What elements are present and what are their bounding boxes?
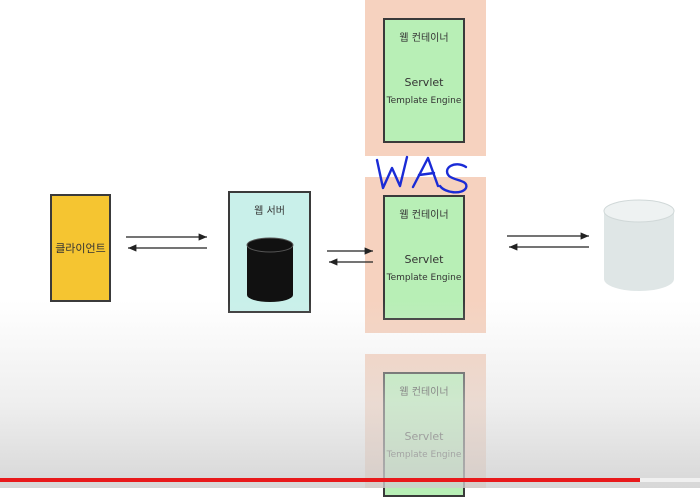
web-server-label: 웹 서버 [254,206,285,217]
video-progress-fill [0,478,640,482]
web-server-disk-icon [246,237,294,302]
video-progress-track[interactable] [0,478,700,482]
web-server-box: 웹 서버 [228,191,311,313]
client-label: 클라이언트 [55,242,106,255]
template-engine-label: Template Engine [386,96,462,106]
servlet-label: Servlet [404,253,444,266]
container-title: 웹 컨테이너 [399,33,449,44]
servlet-label: Servlet [404,76,444,89]
database-icon [603,199,675,291]
web-container-top: 웹 컨테이너 Servlet Template Engine [383,18,465,143]
client-box: 클라이언트 [50,194,111,302]
template-engine-label: Template Engine [386,273,462,283]
handwritten-was-annotation [375,155,468,194]
container-title: 웹 컨테이너 [399,210,449,221]
web-container-middle: 웹 컨테이너 Servlet Template Engine [383,195,465,320]
